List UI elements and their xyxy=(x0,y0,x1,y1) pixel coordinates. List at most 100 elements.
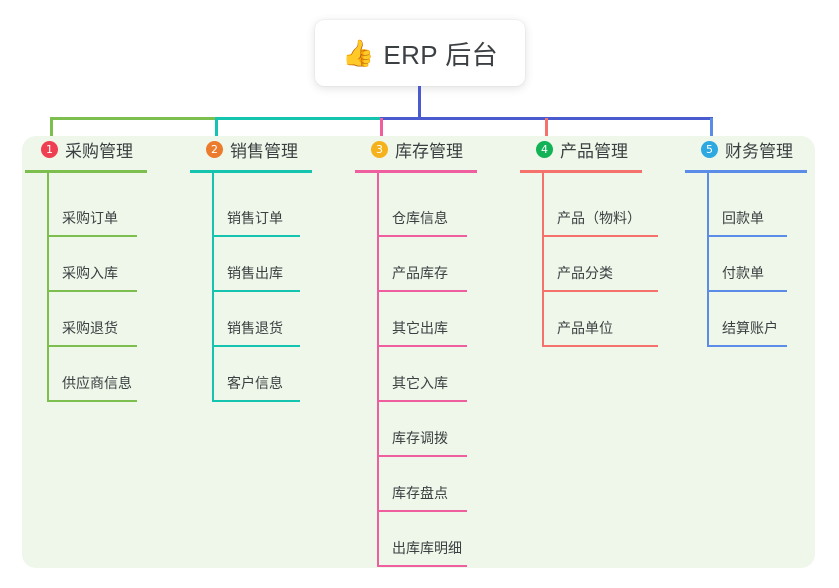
module-item-label: 其它出库 xyxy=(392,320,448,336)
root-node[interactable]: 👍 ERP 后台 xyxy=(315,20,525,86)
module-item-underline xyxy=(377,235,467,237)
module-column-4: 4 产品管理产品（物料） 产品分类产品单位 xyxy=(520,136,658,347)
drop-connector-3 xyxy=(380,118,383,140)
module-item-label: 出库库明细 xyxy=(392,540,462,556)
module-item[interactable]: 客户信息 xyxy=(212,373,300,403)
module-item[interactable]: 销售订单 xyxy=(212,208,300,238)
module-item-underline xyxy=(377,290,467,292)
module-item-label: 其它入库 xyxy=(392,375,448,391)
module-spine xyxy=(212,170,214,400)
module-underline xyxy=(355,170,477,173)
module-item[interactable]: 采购入库 xyxy=(47,263,137,293)
module-item[interactable]: 产品单位 xyxy=(542,318,658,348)
module-underline xyxy=(520,170,642,173)
module-item[interactable]: 销售出库 xyxy=(212,263,300,293)
module-item-underline xyxy=(377,565,467,567)
module-item-underline xyxy=(707,235,787,237)
bus-segment-2 xyxy=(215,117,380,120)
module-item[interactable]: 回款单 xyxy=(707,208,787,238)
module-underline xyxy=(190,170,312,173)
module-item-underline xyxy=(212,400,300,402)
module-spine xyxy=(542,170,544,345)
module-header-1[interactable]: 1 采购管理 xyxy=(25,136,133,162)
module-item[interactable]: 产品（物料） xyxy=(542,208,658,238)
module-number-badge: 2 xyxy=(206,140,223,158)
module-item-underline xyxy=(542,345,658,347)
module-number-badge: 3 xyxy=(371,140,388,158)
module-item-underline xyxy=(47,290,137,292)
module-header-4[interactable]: 4 产品管理 xyxy=(520,136,628,162)
module-item[interactable]: 库存盘点 xyxy=(377,483,467,513)
modules-panel: 1 采购管理采购订单采购入库采购退货供应商信息 2 销售管理销售订单销售出库销售退货客… xyxy=(22,136,815,568)
module-column-2: 2 销售管理销售订单销售出库销售退货客户信息 xyxy=(190,136,312,402)
drop-connector-5 xyxy=(710,118,713,140)
module-item-label: 采购退货 xyxy=(62,320,118,336)
module-item[interactable]: 仓库信息 xyxy=(377,208,467,238)
module-item[interactable]: 采购退货 xyxy=(47,318,137,348)
module-item-label: 产品分类 xyxy=(557,265,613,281)
module-column-3: 3 库存管理仓库信息产品库存其它出库其它入库库存调拨库存盘点出库库明细 xyxy=(355,136,477,567)
module-number-badge: 1 xyxy=(41,140,58,158)
module-item-label: 仓库信息 xyxy=(392,210,448,226)
module-underline xyxy=(25,170,147,173)
module-item-label: 库存盘点 xyxy=(392,485,448,501)
module-spine xyxy=(707,170,709,345)
module-column-1: 1 采购管理采购订单采购入库采购退货供应商信息 xyxy=(25,136,147,402)
module-item-underline xyxy=(707,290,787,292)
drop-connector-4 xyxy=(545,118,548,140)
module-underline xyxy=(685,170,807,173)
module-item-underline xyxy=(47,400,137,402)
module-item-label: 产品单位 xyxy=(557,320,613,336)
thumbs-up-icon: 👍 xyxy=(342,38,375,68)
module-item[interactable]: 采购订单 xyxy=(47,208,137,238)
module-item-underline xyxy=(542,235,658,237)
module-title: 财务管理 xyxy=(725,141,793,161)
module-item-label: 客户信息 xyxy=(227,375,283,391)
module-item[interactable]: 销售退货 xyxy=(212,318,300,348)
module-header-3[interactable]: 3 库存管理 xyxy=(355,136,463,162)
module-header-2[interactable]: 2 销售管理 xyxy=(190,136,298,162)
module-spine xyxy=(377,170,379,565)
module-item[interactable]: 产品分类 xyxy=(542,263,658,293)
module-item-underline xyxy=(212,235,300,237)
module-title: 库存管理 xyxy=(395,141,463,161)
module-item-label: 付款单 xyxy=(722,265,764,281)
module-number-badge: 5 xyxy=(701,140,718,158)
module-item[interactable]: 结算账户 xyxy=(707,318,787,348)
module-title: 销售管理 xyxy=(230,141,298,161)
module-item-label: 销售退货 xyxy=(227,320,283,336)
module-title: 采购管理 xyxy=(65,141,133,161)
module-number-badge: 4 xyxy=(536,140,553,158)
module-item-label: 库存调拨 xyxy=(392,430,448,446)
module-item-label: 销售订单 xyxy=(227,210,283,226)
module-item-label: 回款单 xyxy=(722,210,764,226)
module-item-underline xyxy=(47,345,137,347)
module-item-label: 产品（物料） xyxy=(557,210,641,226)
module-item[interactable]: 其它出库 xyxy=(377,318,467,348)
module-item[interactable]: 出库库明细 xyxy=(377,538,467,568)
module-title: 产品管理 xyxy=(560,141,628,161)
module-item-underline xyxy=(377,510,467,512)
drop-connector-1 xyxy=(50,118,53,140)
module-item[interactable]: 供应商信息 xyxy=(47,373,137,403)
bus-segment-1 xyxy=(50,117,215,120)
module-item-label: 采购订单 xyxy=(62,210,118,226)
module-item-label: 结算账户 xyxy=(722,320,778,336)
root-stem-connector xyxy=(418,86,421,118)
module-item-underline xyxy=(542,290,658,292)
module-item-underline xyxy=(707,345,787,347)
module-item-label: 产品库存 xyxy=(392,265,448,281)
module-header-5[interactable]: 5 财务管理 xyxy=(685,136,793,162)
module-item-label: 采购入库 xyxy=(62,265,118,281)
module-item[interactable]: 产品库存 xyxy=(377,263,467,293)
module-item-underline xyxy=(377,345,467,347)
module-item[interactable]: 其它入库 xyxy=(377,373,467,403)
module-item[interactable]: 库存调拨 xyxy=(377,428,467,458)
module-column-5: 5 财务管理回款单付款单结算账户 xyxy=(685,136,807,347)
module-item-underline xyxy=(377,400,467,402)
module-item[interactable]: 付款单 xyxy=(707,263,787,293)
module-spine xyxy=(47,170,49,400)
root-title: ERP 后台 xyxy=(383,39,498,70)
module-item-underline xyxy=(377,455,467,457)
